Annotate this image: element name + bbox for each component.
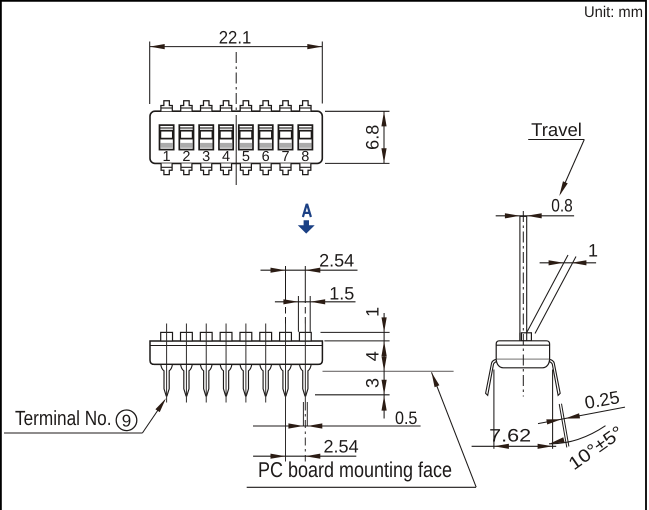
svg-text:1: 1 [588, 240, 598, 260]
svg-text:10°±5°: 10°±5° [565, 422, 627, 474]
svg-text:3: 3 [363, 378, 383, 388]
svg-text:0.5: 0.5 [395, 408, 417, 428]
svg-text:1.5: 1.5 [329, 283, 354, 303]
svg-text:9: 9 [122, 412, 131, 431]
svg-text:6: 6 [262, 149, 270, 165]
svg-text:5: 5 [242, 149, 250, 165]
svg-text:1: 1 [163, 149, 171, 165]
svg-text:Unit: mm: Unit: mm [584, 4, 643, 21]
svg-text:4: 4 [222, 149, 230, 165]
svg-text:4: 4 [363, 351, 383, 361]
svg-text:3: 3 [202, 149, 210, 165]
svg-text:2.54: 2.54 [319, 250, 354, 270]
svg-text:7.62: 7.62 [489, 425, 531, 445]
svg-text:0.8: 0.8 [551, 195, 573, 215]
svg-text:Terminal No.: Terminal No. [15, 407, 112, 430]
svg-text:1: 1 [363, 307, 383, 317]
svg-text:PC board mounting face: PC board mounting face [258, 458, 452, 482]
svg-text:6.8: 6.8 [363, 125, 383, 150]
svg-text:7: 7 [281, 149, 289, 165]
svg-text:2.54: 2.54 [324, 437, 359, 457]
svg-text:8: 8 [301, 149, 309, 165]
svg-text:Travel: Travel [531, 119, 582, 140]
svg-text:2: 2 [182, 149, 190, 165]
svg-text:22.1: 22.1 [219, 28, 252, 48]
